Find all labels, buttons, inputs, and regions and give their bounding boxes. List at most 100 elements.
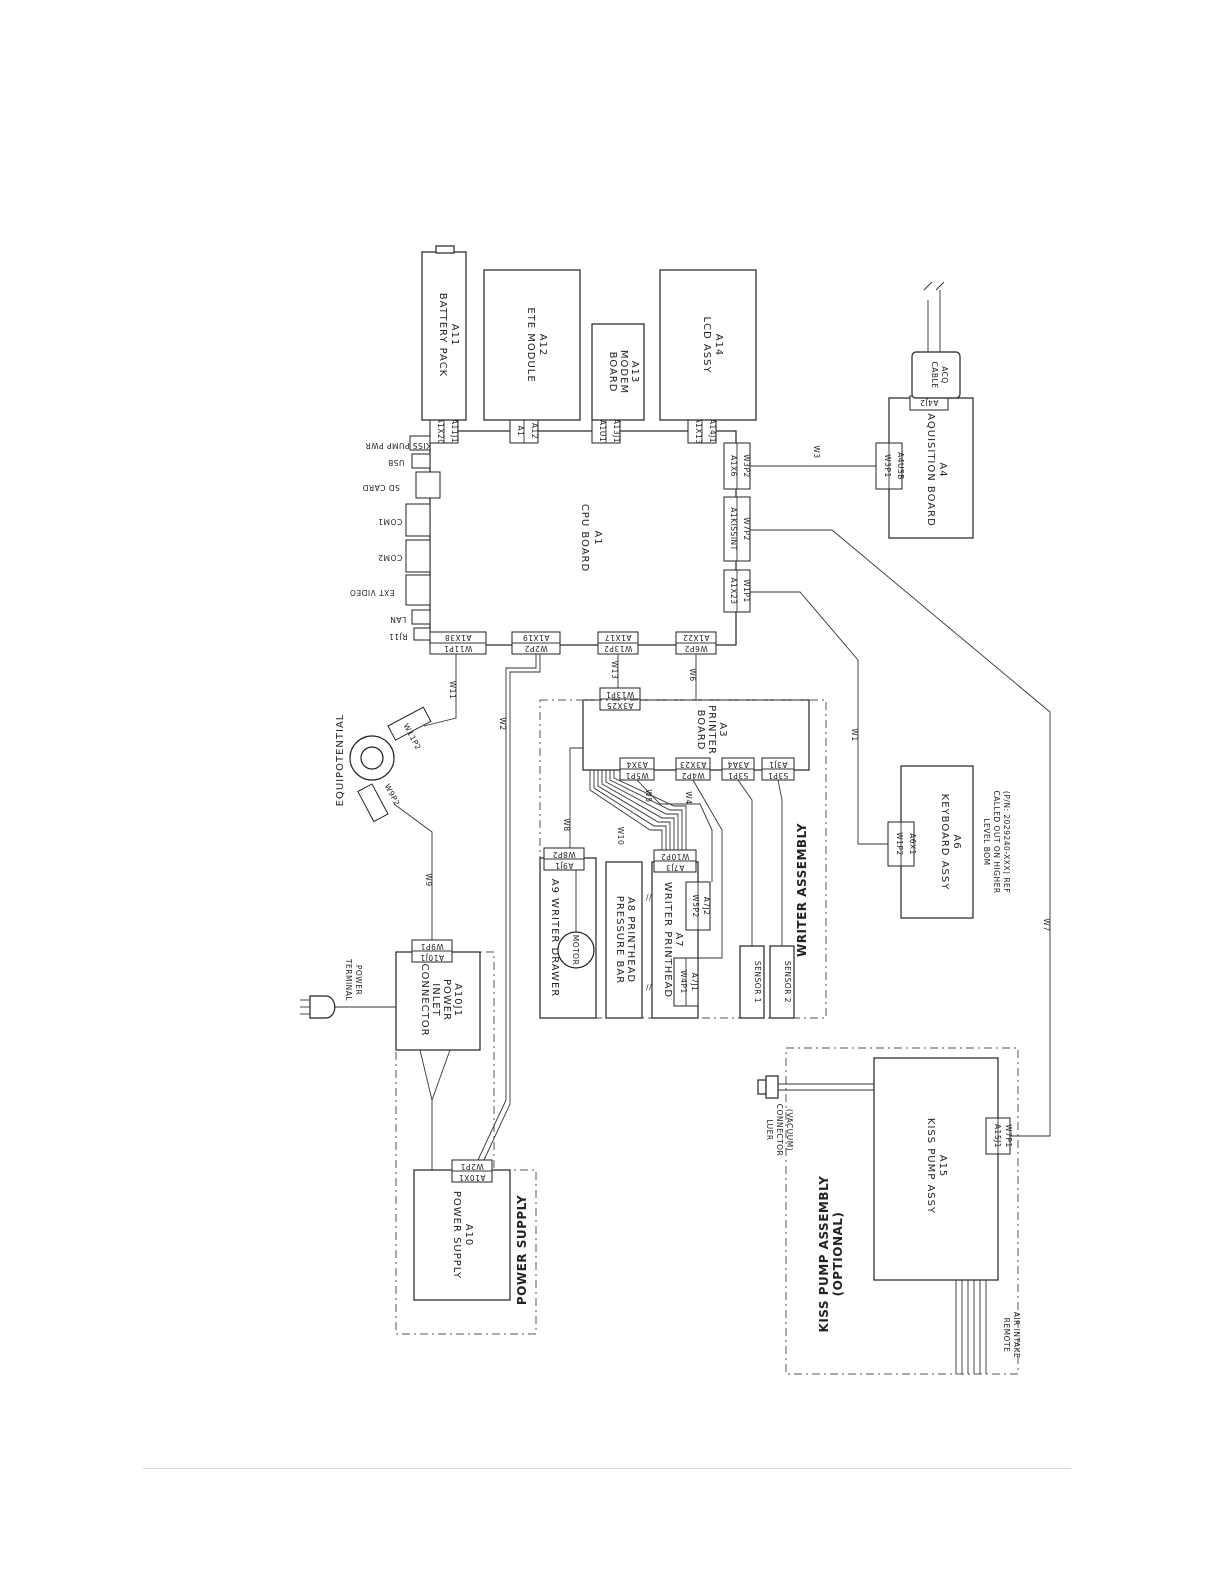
w13p1-label: W13P1 — [606, 690, 635, 699]
w4p2-label: W4P2 — [681, 771, 704, 780]
a6-name: KEYBOARD ASSY — [939, 794, 950, 891]
a6-note-1: (P/N: 2029240-XXX) REF — [1002, 791, 1011, 893]
a4j2-label: A4J2 — [920, 398, 939, 407]
a15-kiss-pump-assy — [873, 1057, 999, 1281]
com1-label: COM1 — [378, 517, 402, 526]
a14-lcd-assy — [659, 269, 757, 421]
a11-label: A11 — [449, 324, 460, 347]
w2p1-label: W2P1 — [460, 1162, 483, 1171]
w7p1-label: W7P1 — [1004, 1124, 1013, 1147]
motor-label: MOTOR — [571, 935, 580, 966]
a7j1-label: A7J1 — [690, 973, 699, 992]
kiss-pump-boundary — [785, 1047, 1019, 1375]
luer-label-3: (VACUUM) — [785, 1109, 794, 1151]
wire-w9 — [393, 803, 433, 940]
a3x23-label: A3X23 — [679, 760, 706, 769]
a10-name: POWER SUPPLY — [451, 1191, 462, 1279]
a3x25-label: A3X25 — [606, 701, 633, 710]
w8-label: W8 — [562, 818, 571, 831]
a3-name-2: BOARD — [695, 710, 706, 751]
rj11-port — [413, 627, 431, 641]
lan-label: LAN — [390, 615, 407, 624]
a8-printhead-pressure-bar — [605, 861, 643, 1019]
power-supply-group-label: POWER SUPPLY — [515, 1195, 529, 1305]
acq-label: ACQ — [940, 366, 949, 384]
sensor-2 — [769, 945, 795, 1019]
w5p1-label: W5P1 — [625, 771, 648, 780]
a3j1-label: A3J1 — [769, 760, 788, 769]
usb-label: USB — [388, 458, 405, 467]
wire-w10-bundle — [589, 770, 687, 850]
acq-name: CABLE — [930, 362, 939, 389]
wire-w4 — [692, 779, 723, 959]
power-supply-boundary — [395, 951, 537, 1335]
kiss-pump-pwr-label: KISS PUMP PWR — [365, 441, 431, 450]
a10j1-name-3: CONNECTOR — [419, 963, 430, 1036]
w5p2-label: W5P2 — [691, 894, 700, 917]
a15-label: A15 — [937, 1155, 948, 1178]
ext-video-port — [405, 574, 431, 606]
a7-name: WRITER PRINTHEAD — [662, 882, 673, 998]
a3-name-1: PRINTER — [706, 705, 717, 755]
wire-sensor1 — [737, 779, 753, 946]
a7j3-label: A7J3 — [666, 863, 685, 872]
w3p1-label: W3P1 — [883, 454, 892, 477]
remote-air-intake-tubes — [955, 1280, 987, 1374]
a1x13-label: A1X13 — [694, 417, 703, 444]
a15-name: KISS PUMP ASSY — [925, 1118, 936, 1214]
w13p2-label: W13P2 — [604, 644, 633, 653]
w10p2-label: W10P2 — [661, 852, 690, 861]
a12-name: ETE MODULE — [525, 307, 536, 382]
w11p2-connector — [387, 706, 432, 741]
w11-label: W11 — [448, 681, 457, 699]
s3p1b-label: S3P1 — [768, 771, 789, 780]
w1p1-label: W1P1 — [742, 579, 751, 602]
remote-air-label-2: AIR INTAKE — [1012, 1312, 1021, 1359]
rj11-label: RJ11 — [389, 632, 408, 641]
equipotential-label: EQUIPOTENTIAL — [335, 714, 346, 807]
a10j1-name-1: POWER — [441, 979, 452, 1021]
a14-name: LCD ASSY — [701, 316, 712, 373]
w3-label: W3 — [812, 445, 821, 458]
com2-label: COM2 — [378, 553, 402, 562]
w11p1-label: W11P1 — [444, 644, 473, 653]
writer-assembly-label: WRITER ASSEMBLY — [795, 823, 809, 957]
wire-w2 — [477, 654, 537, 1161]
acq-cable-plug — [911, 351, 961, 399]
kiss-pump-pwr-port — [409, 435, 431, 451]
s3p1-label: S3P1 — [728, 771, 749, 780]
w1-label: W1 — [850, 728, 859, 741]
w4p1-label: W4P1 — [679, 970, 688, 993]
power-inlet-to-psu — [419, 1049, 451, 1170]
a13-name-2: BOARD — [607, 352, 618, 393]
a10j1-name-2: INLET — [430, 983, 441, 1016]
wire-sensor2 — [777, 779, 783, 946]
ext-video-label: EXT VIDEO — [350, 588, 395, 597]
w13-label: W13 — [610, 661, 619, 679]
a1x23-label: A1X23 — [729, 577, 738, 604]
a9j1-label: A9J1 — [555, 861, 574, 870]
luer-label-2: CONNECTOR — [775, 1104, 784, 1157]
w9-label: W9 — [424, 873, 433, 886]
a13j1-label: A13J1 — [612, 419, 621, 443]
sd-card-slot — [415, 471, 441, 499]
a4-label: A4 — [937, 462, 948, 477]
hatch-mark: /// — [646, 983, 655, 992]
a1x19-label: A1X19 — [522, 633, 549, 642]
a6-note-3: LEVEL BOM — [982, 818, 991, 865]
a1u1-label: A1U1 — [598, 420, 607, 442]
a10j1-conn-label: A10J1 — [420, 953, 444, 962]
a1x17-label: A1X17 — [604, 633, 631, 642]
a11j1-label: A11J1 — [450, 419, 459, 443]
footer-divider — [143, 1468, 1071, 1469]
a1-cpu-board — [429, 430, 737, 646]
wire-w5 — [636, 779, 713, 882]
w7-label: W7 — [1042, 918, 1051, 931]
a9-label: A9 WRITER DRAWER — [549, 879, 560, 997]
equipotential-terminal-inner — [360, 746, 384, 770]
a7j2-label: A7J2 — [702, 897, 711, 916]
w1p2-label: W1P2 — [895, 832, 904, 855]
w2-label: W2 — [498, 717, 507, 730]
wire-w1 — [750, 591, 888, 845]
com2-port — [405, 539, 431, 573]
